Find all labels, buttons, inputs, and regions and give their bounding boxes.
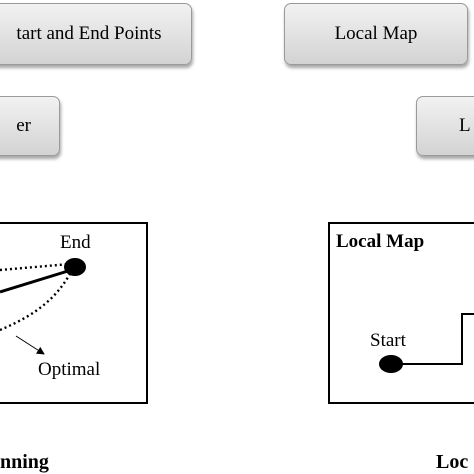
planner-label: er [16, 115, 31, 136]
local-map-label: Local Map [334, 23, 418, 44]
local-route-line [390, 313, 474, 365]
local-planner-box: L [416, 96, 474, 156]
local-map-box: Local Map [284, 3, 468, 65]
optimal-pointer-arrow [15, 335, 45, 355]
dotted-path-upper [0, 262, 71, 272]
local-planner-label: L [459, 115, 471, 136]
end-point-node [64, 258, 86, 276]
planner-box: er [0, 96, 60, 156]
solid-path [0, 269, 69, 294]
local-planning-diagram [328, 222, 474, 404]
dotted-path-lower [0, 269, 74, 332]
global-planning-caption: nning [0, 451, 49, 473]
start-label: Start [370, 330, 406, 351]
end-label: End [60, 232, 91, 253]
start-end-points-box: tart and End Points [0, 3, 192, 65]
start-point-node [379, 355, 403, 373]
optimal-label: Optimal [38, 359, 101, 380]
global-planning-diagram [0, 222, 148, 404]
local-map-title: Local Map [336, 231, 425, 252]
start-end-points-label: tart and End Points [16, 23, 162, 44]
local-planning-caption: Loc [436, 451, 469, 473]
